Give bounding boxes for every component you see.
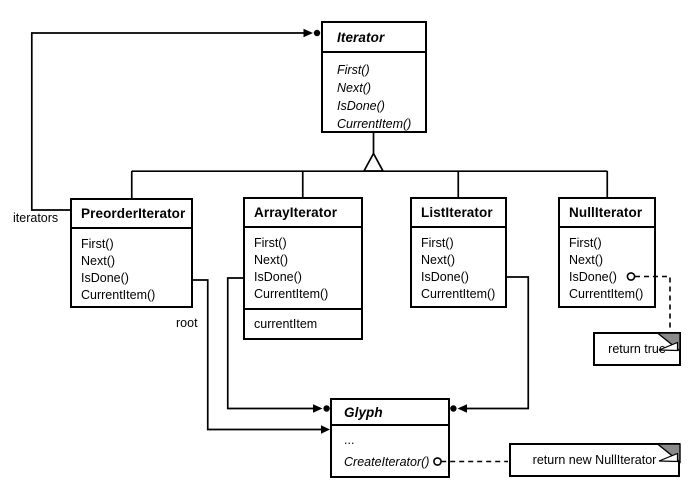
method-label: ... (344, 433, 355, 447)
arrowhead-root-icon (321, 425, 330, 434)
method-label: First() (569, 236, 602, 250)
method-label: CurrentItem() (569, 287, 644, 301)
method-label: Next() (254, 253, 289, 267)
method-label: CurrentItem() (421, 287, 496, 301)
wire-iterators (30, 32, 304, 211)
class-title: PreorderIterator (72, 200, 191, 229)
method-label: CurrentItem() (81, 288, 156, 302)
method-label: IsDone() (569, 270, 617, 284)
class-glyph: Glyph ... CreateIterator() (330, 398, 450, 478)
class-listiterator: ListIterator First() Next() IsDone() Cur… (410, 197, 507, 308)
method-label: First() (254, 236, 287, 250)
method-label: First() (337, 63, 370, 77)
class-title: Glyph (332, 400, 448, 426)
method-label: Next() (81, 254, 116, 268)
class-nulliterator: NullIterator First() Next() IsDone() Cur… (558, 197, 656, 308)
label-iterators: iterators (13, 211, 59, 225)
method-label: IsDone() (81, 271, 129, 285)
class-title: Iterator (323, 23, 425, 53)
method-label: CurrentItem() (254, 287, 329, 301)
many-dot-array-icon (323, 405, 330, 412)
label-root: root (176, 316, 198, 330)
class-preorderiterator: PreorderIterator First() Next() IsDone()… (70, 198, 193, 308)
many-dot-list-icon (450, 405, 457, 412)
arrowhead-iterators-icon (303, 28, 313, 38)
inheritance-triangle-icon (362, 151, 385, 172)
method-label: CurrentItem() (337, 117, 412, 131)
arrowhead-array-icon (313, 404, 323, 413)
note-return-new-nulliterator: return new NullIterator (509, 443, 680, 477)
note-text: return true (608, 342, 666, 356)
method-label: First() (81, 237, 114, 251)
note-return-true: return true (593, 332, 681, 366)
note-text: return new NullIterator (532, 453, 657, 467)
class-arrayiterator: ArrayIterator First() Next() IsDone() Cu… (243, 197, 363, 340)
method-label: First() (421, 236, 454, 250)
class-iterator: Iterator First() Next() IsDone() Current… (321, 21, 427, 133)
class-title: ArrayIterator (245, 199, 361, 228)
arrowhead-list-icon (457, 404, 467, 413)
method-label: IsDone() (421, 270, 469, 284)
method-label: Next() (569, 253, 604, 267)
method-label: CreateIterator() (344, 455, 430, 469)
method-label: Next() (337, 81, 372, 95)
method-label: IsDone() (254, 270, 302, 284)
many-dot-iterators-icon (313, 29, 321, 37)
class-title: NullIterator (560, 199, 654, 228)
attribute-label: currentItem (254, 317, 318, 331)
method-label: IsDone() (337, 99, 385, 113)
class-title: ListIterator (412, 199, 505, 228)
method-label: Next() (421, 253, 456, 267)
